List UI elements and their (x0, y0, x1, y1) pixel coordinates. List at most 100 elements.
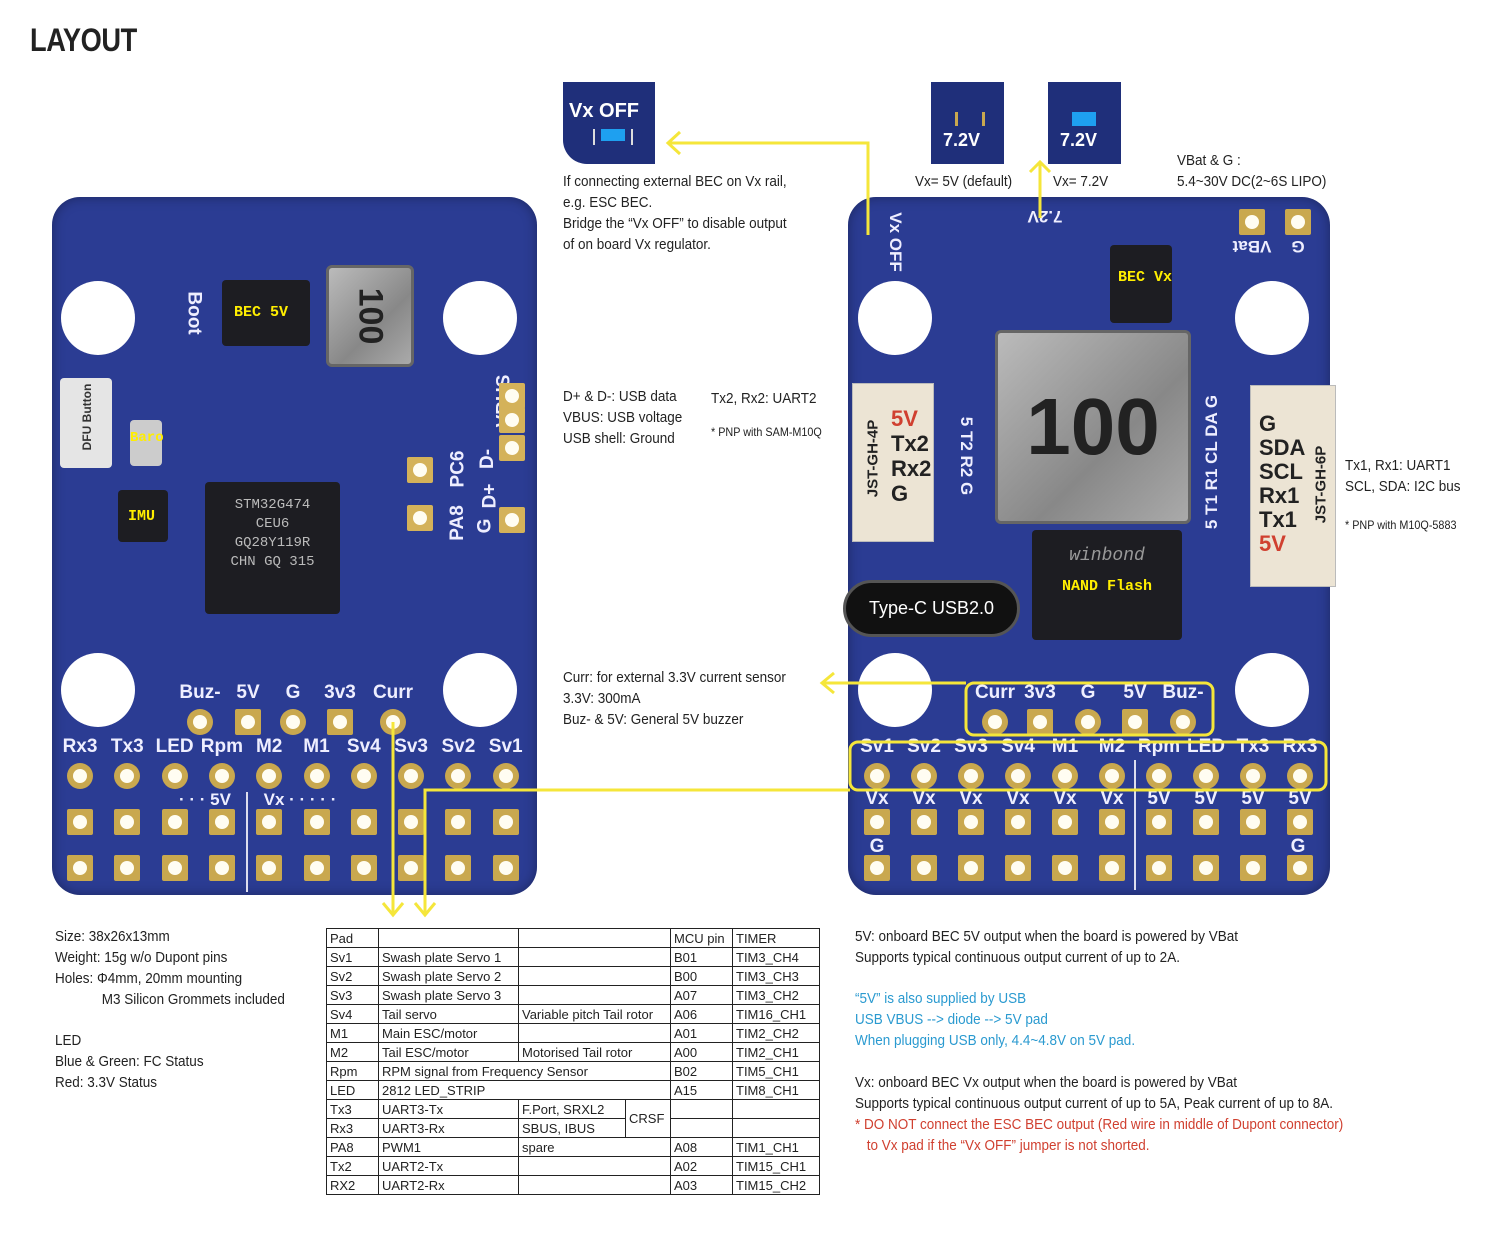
solder-pad[interactable] (492, 809, 519, 835)
solder-pad[interactable] (864, 809, 890, 835)
solder-pad[interactable] (350, 809, 377, 835)
solder-pad[interactable] (499, 407, 525, 433)
solder-pad[interactable] (911, 763, 937, 789)
note-line: of on board Vx regulator. (563, 236, 711, 253)
solder-pad[interactable] (380, 709, 406, 735)
solder-pad[interactable] (958, 855, 984, 881)
solder-pad[interactable] (350, 763, 377, 789)
solder-pad[interactable] (1005, 809, 1031, 835)
solder-pad[interactable] (1052, 809, 1078, 835)
cell: A00 (670, 1042, 733, 1062)
solder-pad[interactable] (67, 855, 93, 881)
solder-pad[interactable] (280, 709, 306, 735)
solder-pad[interactable] (445, 809, 472, 835)
solder-pad[interactable] (407, 457, 433, 483)
note-line: When plugging USB only, 4.4~4.8V on 5V p… (855, 1032, 1136, 1049)
solder-pad[interactable] (492, 763, 519, 789)
solder-pad[interactable] (1240, 809, 1266, 835)
solder-pad[interactable] (1146, 763, 1172, 789)
solder-pad[interactable] (256, 763, 283, 789)
solder-pad[interactable] (1099, 855, 1125, 881)
solder-pad[interactable] (256, 855, 283, 881)
solder-pad[interactable] (1005, 763, 1031, 789)
solder-pad[interactable] (445, 763, 472, 789)
usb-c-port[interactable]: Type-C USB2.0 (843, 580, 1020, 637)
note-line: LED (55, 1032, 82, 1049)
solder-pad[interactable] (1193, 855, 1219, 881)
solder-pad[interactable] (114, 763, 141, 789)
cell: A06 (670, 1004, 733, 1024)
solder-pad[interactable] (67, 809, 93, 835)
solder-pad[interactable] (1027, 709, 1053, 735)
solder-pad[interactable] (1146, 809, 1172, 835)
solder-pad[interactable] (1122, 709, 1148, 735)
solder-pad[interactable] (958, 809, 984, 835)
solder-pad[interactable] (864, 763, 890, 789)
header-cell: TIMER (732, 928, 820, 948)
cell: 2812 LED_STRIP (378, 1080, 671, 1100)
solder-pad[interactable] (327, 709, 353, 735)
solder-pad[interactable] (1193, 809, 1219, 835)
solder-pad[interactable] (161, 855, 188, 881)
solder-pad[interactable] (1052, 763, 1078, 789)
specs-note: Size: 38x26x13mm Weight: 15g w/o Dupont … (55, 926, 285, 1010)
solder-pad[interactable] (1146, 855, 1172, 881)
solder-pad[interactable] (1287, 763, 1313, 789)
cell (518, 947, 671, 967)
solder-pad[interactable] (1193, 763, 1219, 789)
solder-pad[interactable] (67, 763, 93, 789)
solder-pad[interactable] (350, 855, 377, 881)
cell: B00 (670, 966, 733, 986)
solder-pad[interactable] (445, 855, 472, 881)
solder-pad[interactable] (499, 507, 525, 533)
solder-pad[interactable] (1099, 809, 1125, 835)
solder-pad[interactable] (303, 763, 330, 789)
solder-pad[interactable] (235, 709, 261, 735)
solder-pad[interactable] (303, 855, 330, 881)
solder-pad[interactable] (911, 855, 937, 881)
vx-7v2-note: Vx= 7.2V (1053, 173, 1109, 190)
bec-vx-note: Vx: onboard BEC Vx output when the board… (855, 1072, 1333, 1114)
solder-pad[interactable] (161, 809, 188, 835)
solder-pad[interactable] (398, 763, 425, 789)
solder-pad[interactable] (1005, 855, 1031, 881)
solder-pad[interactable] (398, 809, 425, 835)
solder-pad[interactable] (303, 809, 330, 835)
solder-pad[interactable] (187, 709, 213, 735)
solder-pad[interactable] (161, 763, 188, 789)
solder-pad[interactable] (114, 809, 141, 835)
solder-pad[interactable] (1170, 709, 1196, 735)
solder-pad[interactable] (1240, 763, 1266, 789)
solder-pad[interactable] (1287, 855, 1313, 881)
solder-pad[interactable] (1285, 209, 1311, 235)
pad-label: Vx (1053, 788, 1077, 809)
solder-pad[interactable] (1240, 855, 1266, 881)
solder-pad[interactable] (208, 763, 235, 789)
solder-pad[interactable] (499, 383, 525, 409)
solder-pad[interactable] (208, 855, 235, 881)
solder-pad[interactable] (1239, 209, 1265, 235)
solder-pad[interactable] (256, 809, 283, 835)
solder-pad[interactable] (982, 709, 1008, 735)
cell: Tail servo (378, 1004, 519, 1024)
dfu-button[interactable]: DFU Button (60, 378, 112, 468)
solder-pad[interactable] (208, 809, 235, 835)
solder-pad[interactable] (407, 505, 433, 531)
solder-pad[interactable] (1052, 855, 1078, 881)
solder-pad[interactable] (398, 855, 425, 881)
solder-pad[interactable] (1075, 709, 1101, 735)
pad-label: Curr (372, 682, 414, 703)
vx-5v-note: Vx= 5V (default) (915, 173, 1013, 190)
solder-pad[interactable] (499, 435, 525, 461)
pad-label: 5V (1123, 682, 1147, 703)
solder-pad[interactable] (958, 763, 984, 789)
solder-pad[interactable] (1287, 809, 1313, 835)
note-line: Red: 3.3V Status (55, 1074, 158, 1091)
solder-pad[interactable] (114, 855, 141, 881)
solder-pad[interactable] (911, 809, 937, 835)
solder-pad[interactable] (864, 855, 890, 881)
arrow-head (819, 671, 835, 695)
solder-pad[interactable] (1099, 763, 1125, 789)
solder-pad[interactable] (492, 855, 519, 881)
